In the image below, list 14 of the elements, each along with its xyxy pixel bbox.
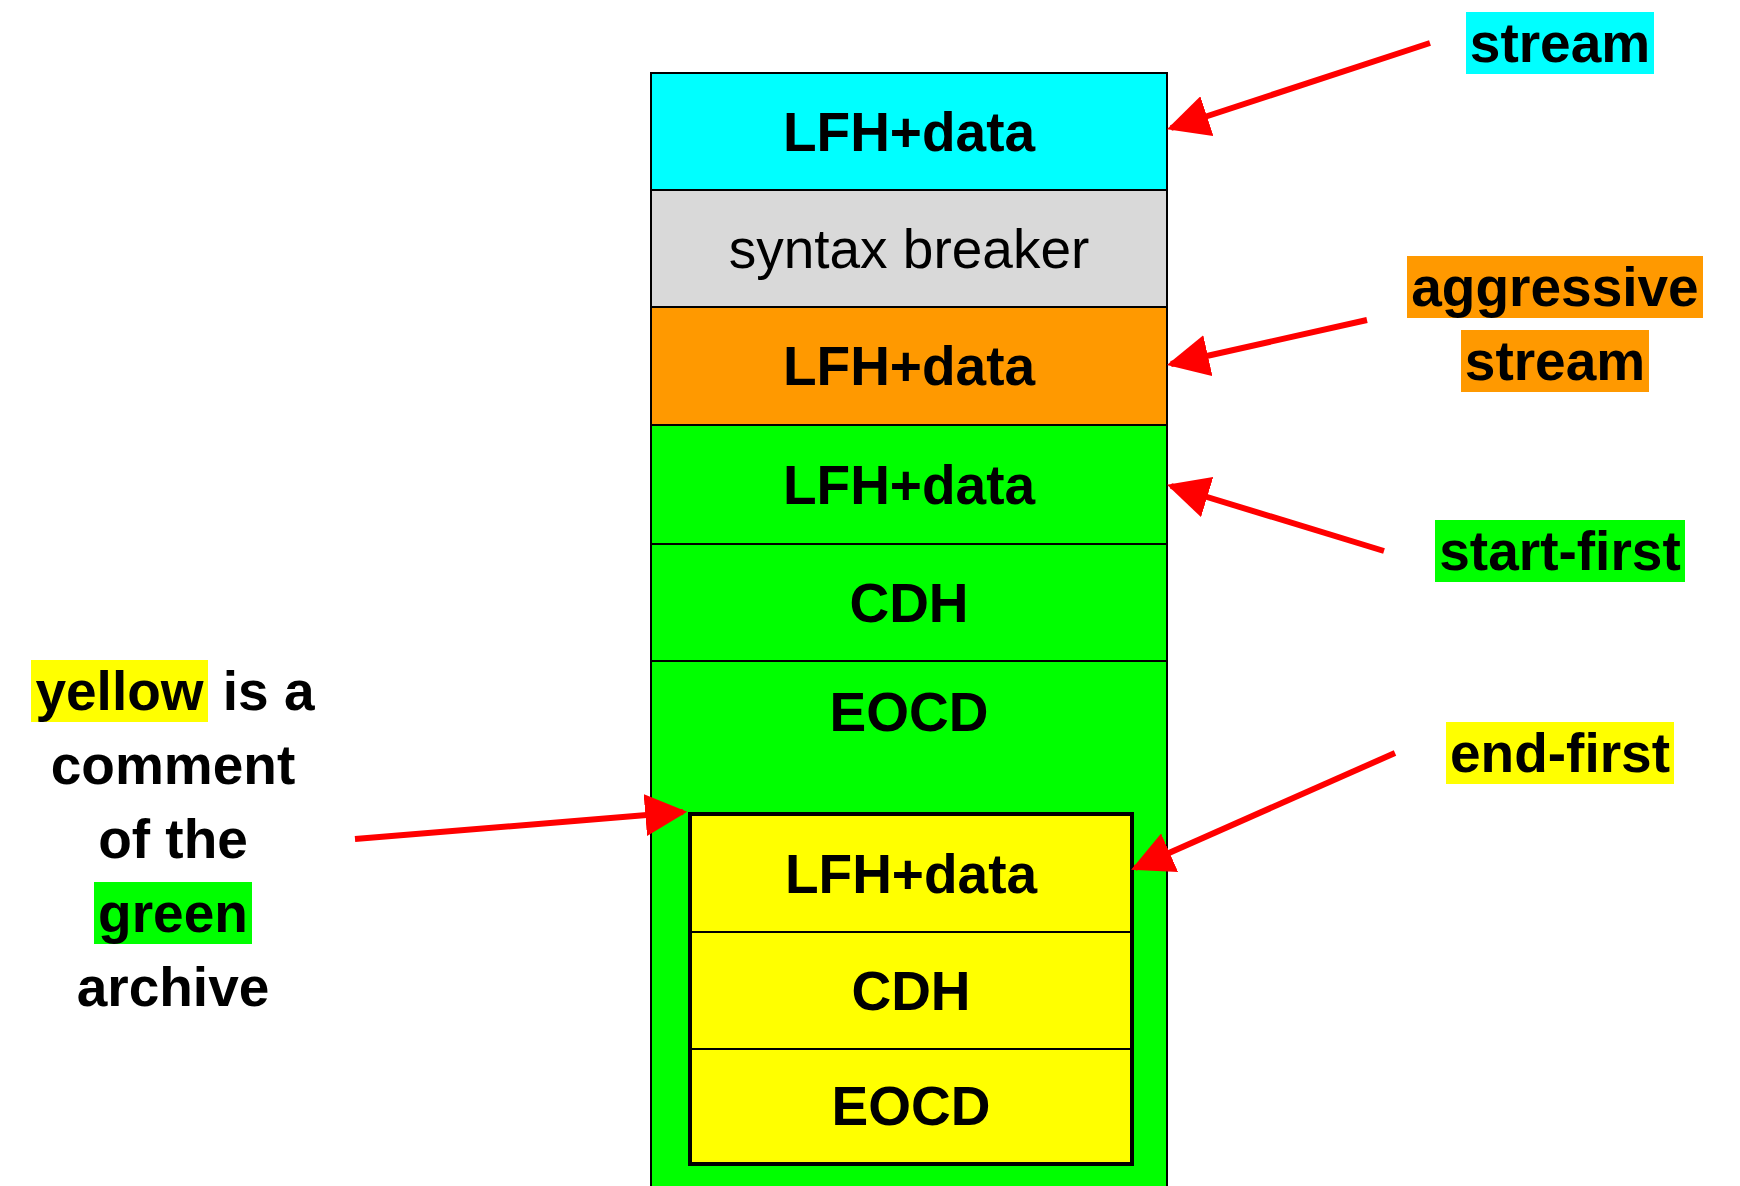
zip-block: CDH: [650, 543, 1168, 662]
zip-block: EOCD LFH+data CDH EOCD: [650, 660, 1168, 1186]
annotation-text: yellow is a comment of the green archive: [8, 654, 338, 1024]
zip-block: LFH+data: [690, 814, 1132, 933]
arrow: [354, 794, 688, 842]
zip-block: LFH+data: [650, 72, 1168, 191]
arrow: [1167, 40, 1431, 137]
zip-block: EOCD: [690, 1048, 1132, 1164]
zip-block: LFH+data: [650, 424, 1168, 545]
arrow: [1167, 476, 1385, 554]
zip-block: LFH+data: [650, 306, 1168, 426]
zip-block: syntax breaker: [650, 189, 1168, 308]
zip-block: CDH: [690, 931, 1132, 1050]
comment-region: [688, 812, 1134, 1166]
